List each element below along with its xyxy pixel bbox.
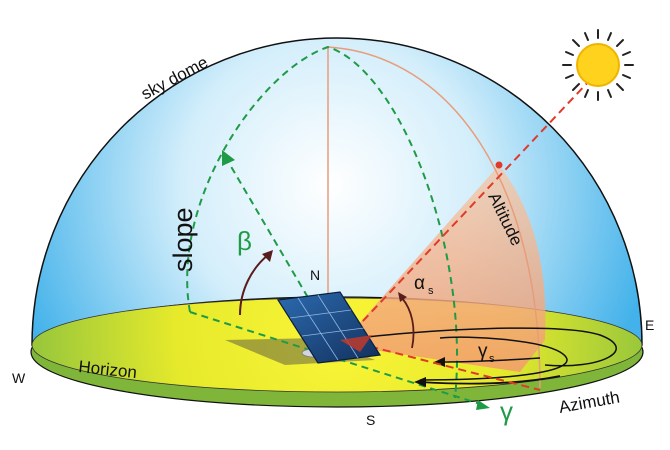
- svg-text:s: s: [428, 285, 434, 297]
- azimuth-sweep-outer: [359, 327, 617, 367]
- azimuth-sweep-inner: [419, 336, 568, 381]
- panel-meridian: [186, 45, 459, 399]
- gamma-s-label: γ s: [478, 341, 495, 365]
- meridian-sun: [327, 46, 541, 389]
- north-label: N: [310, 267, 320, 283]
- south-label: S: [366, 412, 375, 428]
- sun-projection: [344, 339, 541, 391]
- horizon-dashed-line: [189, 311, 481, 405]
- east-label: E: [645, 317, 654, 333]
- gamma-label: γ: [500, 396, 513, 426]
- sun-ray-point: [495, 161, 503, 169]
- svg-text:α: α: [414, 273, 425, 294]
- svg-text:γ: γ: [478, 341, 488, 362]
- svg-text:s: s: [489, 353, 495, 365]
- azimuth-sweep-arrow: [419, 375, 561, 385]
- sun-ray: [344, 79, 591, 341]
- west-label: W: [12, 370, 26, 386]
- sun-icon: [562, 29, 634, 101]
- solar-panel-icon: [276, 291, 382, 364]
- slope-line: [225, 157, 321, 319]
- slope-label: slope: [168, 207, 198, 272]
- azimuth-label: Azimuth: [557, 388, 621, 417]
- alpha-arc: [401, 297, 415, 349]
- gamma-s-arrow: [439, 357, 541, 363]
- alpha-s-label: α s: [414, 273, 434, 297]
- gamma-arrowhead: [476, 400, 490, 410]
- altitude-wedge: [340, 165, 546, 372]
- beta-label: β: [237, 226, 252, 256]
- beta-arrow: [239, 254, 269, 316]
- slope-arrowhead: [222, 150, 235, 166]
